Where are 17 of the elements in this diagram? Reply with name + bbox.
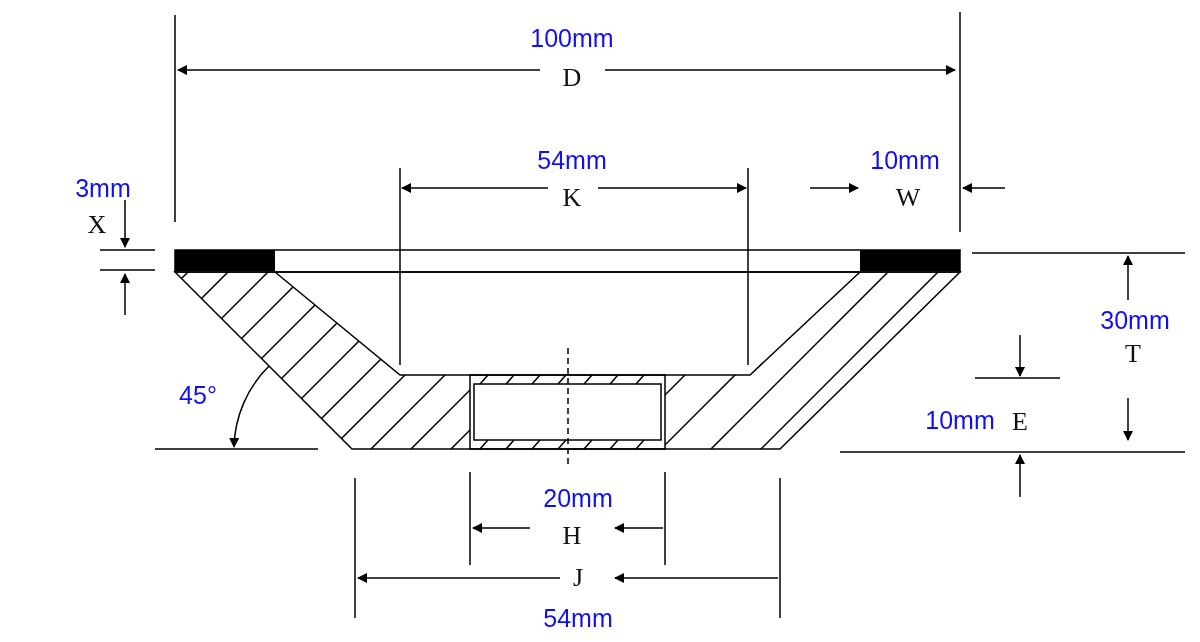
dimension-letter: E (1012, 409, 1028, 435)
dimension-value: 10mm (925, 407, 995, 433)
dimension-letter: J (572, 565, 584, 591)
dimension-value: 20mm (543, 485, 613, 511)
dimension-value: 54mm (537, 147, 607, 173)
dimension-value: 30mm (1100, 307, 1170, 333)
dimension-value: 45° (179, 382, 217, 408)
dimension-value: 54mm (543, 605, 613, 631)
dimension-letter: D (562, 65, 582, 91)
dimension-value: 10mm (870, 147, 940, 173)
dimension-letter: K (562, 185, 582, 211)
dimension-value: 100mm (530, 25, 614, 51)
dimension-letter: T (1125, 341, 1141, 367)
dimension-letter: H (562, 523, 582, 549)
dimension-letter: W (895, 185, 921, 211)
dimension-letter: X (87, 212, 107, 238)
dimension-value: 3mm (75, 175, 131, 201)
